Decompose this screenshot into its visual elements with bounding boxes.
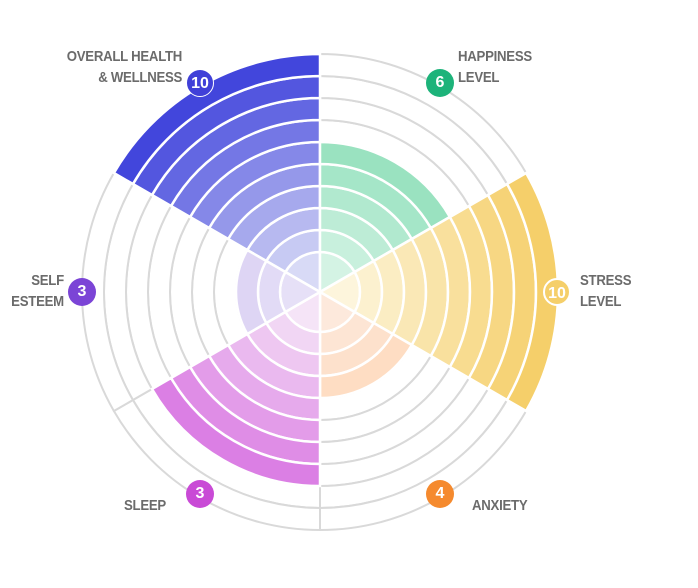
label-overall-health: OVERALL HEALTH & WELLNESS: [66, 46, 183, 88]
filled-cell: [234, 248, 269, 336]
label-line: SELF: [31, 272, 64, 289]
filled-cell: [112, 52, 322, 186]
label-line: HAPPINESS: [458, 48, 532, 65]
badge-sleep: 3: [186, 480, 214, 508]
label-happiness: HAPPINESS LEVEL: [458, 46, 532, 88]
label-anxiety: ANXIETY: [472, 495, 528, 516]
label-stress: STRESS LEVEL: [580, 270, 631, 312]
filled-cell: [150, 376, 322, 488]
label-line: LEVEL: [580, 293, 622, 310]
filled-cell: [505, 171, 560, 413]
label-line: ESTEEM: [11, 293, 64, 310]
badge-stress: 10: [543, 278, 571, 306]
label-line: LEVEL: [458, 69, 500, 86]
badge-self-esteem: 3: [68, 278, 96, 306]
label-sleep: SLEEP: [124, 495, 166, 516]
label-self-esteem: SELF ESTEEM: [11, 270, 64, 312]
label-line: SLEEP: [124, 497, 166, 514]
label-line: & WELLNESS: [98, 69, 182, 86]
label-line: OVERALL HEALTH: [66, 48, 183, 65]
badge-happiness: 6: [426, 69, 454, 97]
badge-overall-health: 10: [186, 69, 214, 97]
badge-anxiety: 4: [426, 480, 454, 508]
label-line: ANXIETY: [472, 497, 528, 514]
label-line: STRESS: [580, 272, 632, 289]
